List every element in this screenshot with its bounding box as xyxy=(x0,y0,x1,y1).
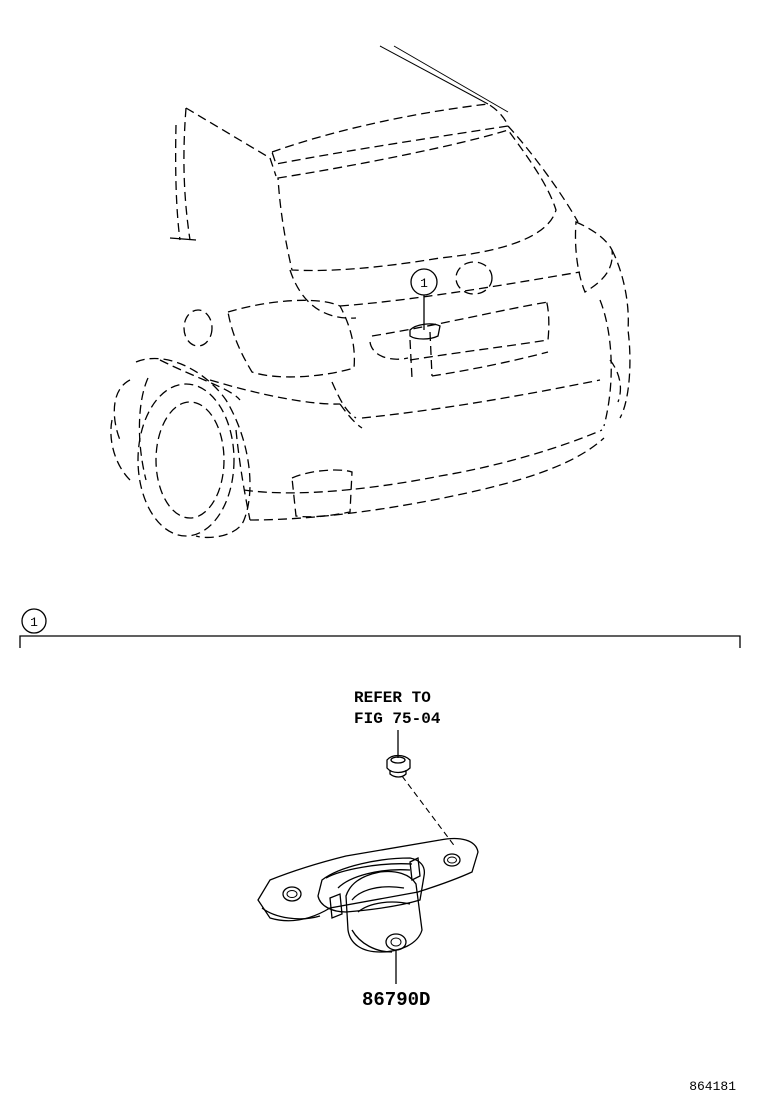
diagram-id: 864181 xyxy=(689,1079,736,1094)
assembly-dashed-line xyxy=(401,775,457,849)
car-rear-illustration xyxy=(110,45,631,539)
grommet-icon xyxy=(386,754,411,778)
section-callout-circle xyxy=(21,608,47,634)
car-callout-number: 1 xyxy=(420,276,428,291)
camera-assembly-icon xyxy=(257,837,479,953)
refer-to-line1: REFER TO xyxy=(354,689,431,707)
section-callout-number: 1 xyxy=(30,615,38,630)
part-number-label: 86790D xyxy=(362,989,430,1011)
section-bracket xyxy=(19,635,741,648)
refer-to-line2: FIG 75-04 xyxy=(354,710,441,728)
section-divider xyxy=(19,608,741,648)
